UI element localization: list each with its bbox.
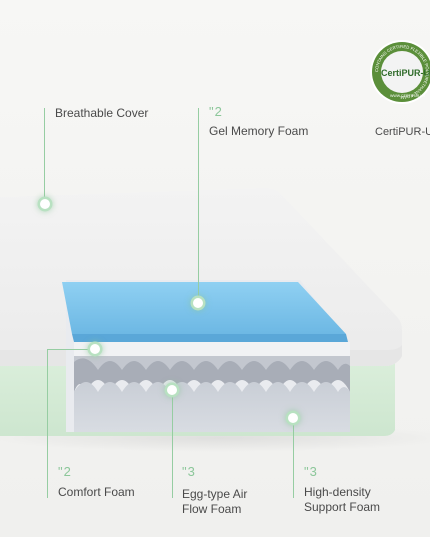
- egg-type-foam-line: [172, 390, 173, 498]
- certipur-caption: CertiPUR-U: [375, 126, 430, 138]
- comfort-foam-line: [47, 350, 48, 498]
- comfort-foam-dot: [90, 344, 100, 354]
- gel-memory-foam-layer: [62, 282, 346, 334]
- gel-layer-front: [72, 334, 348, 342]
- gel-memory-foam-number: "2: [209, 104, 223, 119]
- breathable-cover-dot: [40, 199, 50, 209]
- comfort-foam-layer: [74, 342, 350, 356]
- gel-memory-foam-line: [198, 108, 199, 303]
- support-foam-layer: [74, 382, 350, 432]
- egg-type-foam-label: Egg-type Air Flow Foam: [182, 487, 248, 516]
- breathable-cover-line: [44, 108, 45, 202]
- breathable-cover-label: Breathable Cover: [55, 106, 149, 120]
- egg-type-foam-dot: [167, 385, 177, 395]
- support-foam-dot: [288, 413, 298, 423]
- egg-type-foam-number: "3: [182, 464, 196, 479]
- support-foam-line: [293, 418, 294, 498]
- support-foam-number: "3: [304, 464, 318, 479]
- comfort-foam-connector: [47, 349, 93, 350]
- egg-type-foam-highlights: [74, 356, 350, 370]
- support-foam-label: High-density Support Foam: [304, 485, 381, 514]
- gel-memory-foam-label: Gel Memory Foam: [209, 124, 309, 138]
- comfort-foam-number: "2: [58, 464, 72, 479]
- certipur-us-badge: CertiPUR-US CONTAINS CERTIFIED FLEXIBLE …: [370, 40, 430, 104]
- gel-memory-foam-dot: [193, 298, 203, 308]
- badge-main-text: CertiPUR-US: [381, 68, 430, 78]
- badge-url-text: WWW.CERTIPUR.US: [390, 94, 426, 98]
- comfort-foam-label: Comfort Foam: [58, 485, 135, 499]
